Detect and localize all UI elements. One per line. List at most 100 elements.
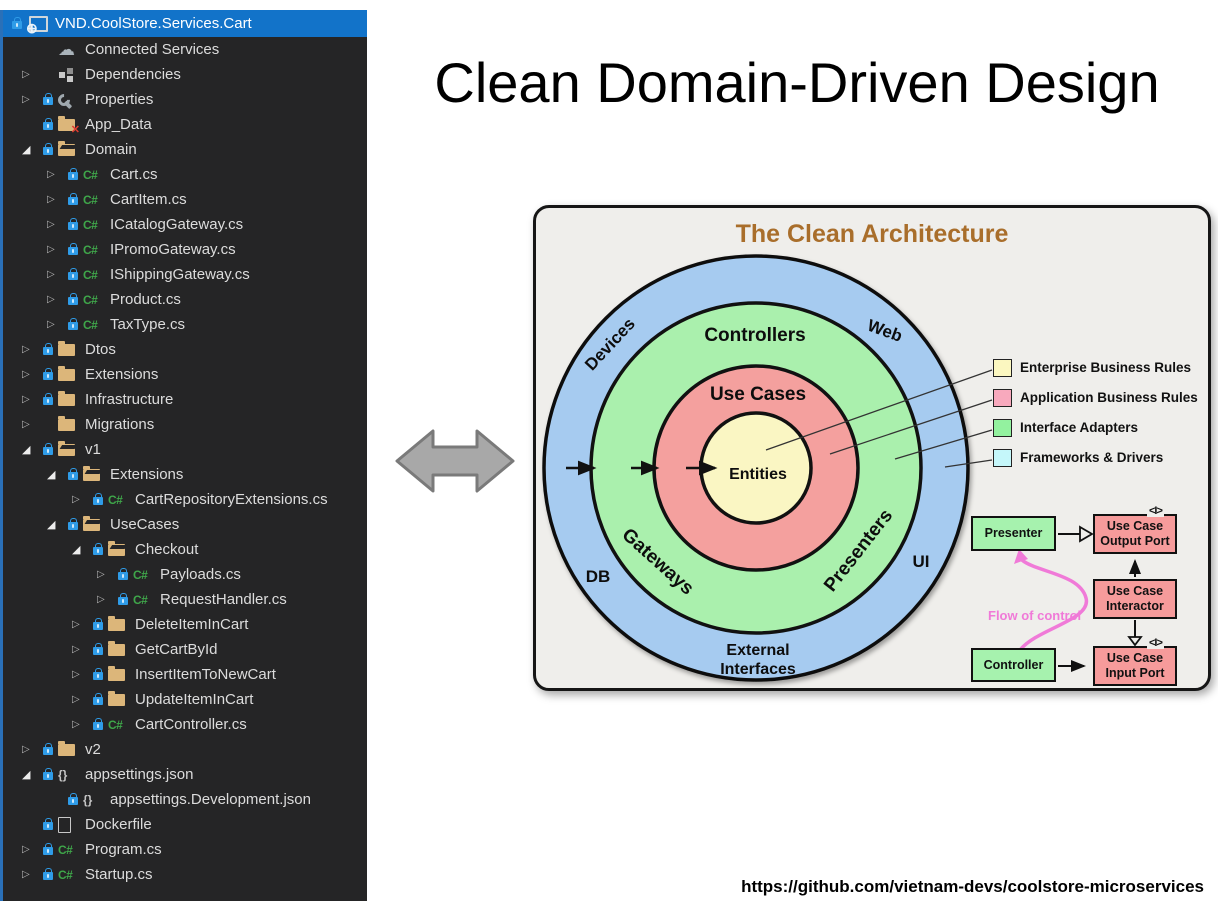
- lock-icon: [43, 393, 53, 405]
- icon-slot: [108, 640, 134, 656]
- json-icon: {}: [83, 792, 93, 807]
- icon-slot: [58, 740, 84, 756]
- icon-slot: C#: [83, 293, 109, 307]
- lock-slot: [118, 593, 133, 605]
- tree-item[interactable]: ▷Migrations: [3, 412, 367, 437]
- tree-item[interactable]: ☁Connected Services: [3, 37, 367, 62]
- tree-item[interactable]: ▷C#TaxType.cs: [3, 312, 367, 337]
- tree-item[interactable]: ◢{}appsettings.json: [3, 762, 367, 787]
- tree-item[interactable]: ◢Extensions: [3, 462, 367, 487]
- tree-item[interactable]: ▷C#CartItem.cs: [3, 187, 367, 212]
- architecture-rings: Devices Web Controllers Use Cases Entiti…: [542, 254, 1143, 682]
- expand-icon[interactable]: ▷: [47, 319, 55, 330]
- icon-slot: C#: [108, 493, 134, 507]
- folder-open-icon: [108, 540, 125, 556]
- tree-item-label: appsettings.json: [85, 766, 194, 783]
- tree-item[interactable]: ◢Checkout: [3, 537, 367, 562]
- expand-icon[interactable]: ▷: [47, 219, 55, 230]
- github-url: https://github.com/vietnam-devs/coolstor…: [741, 877, 1204, 896]
- tree-item[interactable]: ◢Domain: [3, 137, 367, 162]
- expand-icon[interactable]: ▷: [72, 694, 80, 705]
- tree-item[interactable]: ▷Properties: [3, 87, 367, 112]
- tree-item[interactable]: ▷C#Payloads.cs: [3, 562, 367, 587]
- legend-item: Enterprise Business Rules: [993, 358, 1198, 377]
- icon-slot: [108, 690, 134, 706]
- folder-icon: [58, 390, 75, 406]
- collapse-icon[interactable]: ◢: [22, 444, 31, 456]
- collapse-icon[interactable]: ◢: [22, 144, 31, 156]
- expand-icon[interactable]: ▷: [47, 244, 55, 255]
- double-arrow-icon: [395, 429, 515, 493]
- expand-icon[interactable]: ▷: [47, 194, 55, 205]
- legend-connector-lines: [765, 369, 993, 468]
- collapse-icon[interactable]: ◢: [47, 469, 56, 481]
- expand-icon[interactable]: ▷: [22, 94, 30, 105]
- collapse-icon[interactable]: ◢: [22, 769, 31, 781]
- tree-item[interactable]: ▷DeleteItemInCart: [3, 612, 367, 637]
- csharp-icon: C#: [83, 217, 98, 232]
- expand-icon[interactable]: ▷: [47, 294, 55, 305]
- expand-icon[interactable]: ▷: [22, 419, 30, 430]
- expand-icon[interactable]: ▷: [22, 69, 30, 80]
- folder-icon: [58, 365, 75, 381]
- expand-icon[interactable]: ▷: [22, 744, 30, 755]
- tree-item[interactable]: ▷Dependencies: [3, 62, 367, 87]
- tree-item[interactable]: ▷C#Program.cs: [3, 837, 367, 862]
- tree-item[interactable]: ◢UseCases: [3, 512, 367, 537]
- tree-item[interactable]: ▷C#RequestHandler.cs: [3, 587, 367, 612]
- lock-icon: [43, 368, 53, 380]
- expand-icon[interactable]: ▷: [47, 169, 55, 180]
- tree-item[interactable]: ◢v1: [3, 437, 367, 462]
- expand-icon[interactable]: ▷: [22, 369, 30, 380]
- expand-icon[interactable]: ▷: [72, 619, 80, 630]
- csharp-icon: C#: [133, 567, 148, 582]
- expand-icon[interactable]: ▷: [97, 594, 105, 605]
- tree-item[interactable]: ▷InsertItemToNewCart: [3, 662, 367, 687]
- wrench-icon: [58, 94, 72, 108]
- tree-item[interactable]: ▷GetCartById: [3, 637, 367, 662]
- tree-item[interactable]: ▷C#Product.cs: [3, 287, 367, 312]
- tree-item[interactable]: Dockerfile: [3, 812, 367, 837]
- expand-icon[interactable]: ▷: [22, 344, 30, 355]
- expand-icon[interactable]: ▷: [22, 869, 30, 880]
- lock-icon: [43, 343, 53, 355]
- tree-item-label: Extensions: [85, 366, 159, 383]
- tree-item[interactable]: ▷C#Startup.cs: [3, 862, 367, 887]
- collapse-icon[interactable]: ◢: [47, 519, 56, 531]
- solution-root-label: VND.CoolStore.Services.Cart: [55, 15, 252, 32]
- tree-item[interactable]: ▷UpdateItemInCart: [3, 687, 367, 712]
- expand-icon[interactable]: ▷: [72, 719, 80, 730]
- collapse-icon[interactable]: ◢: [72, 544, 81, 556]
- tree-item-label: Connected Services: [85, 41, 220, 58]
- tree-item[interactable]: ▷C#IPromoGateway.cs: [3, 237, 367, 262]
- icon-slot: [58, 115, 84, 136]
- expand-icon[interactable]: ▷: [72, 644, 80, 655]
- expand-icon[interactable]: ▷: [97, 569, 105, 580]
- solution-root-item[interactable]: ⊕ VND.CoolStore.Services.Cart: [3, 10, 367, 37]
- expand-icon[interactable]: ▷: [22, 394, 30, 405]
- tree-item[interactable]: App_Data: [3, 112, 367, 137]
- tree-item[interactable]: ▷Dtos: [3, 337, 367, 362]
- tree-item[interactable]: ▷C#CartRepositoryExtensions.cs: [3, 487, 367, 512]
- tree-item[interactable]: ▷C#Cart.cs: [3, 162, 367, 187]
- ring-label-ui: UI: [913, 552, 930, 571]
- tree-item[interactable]: {}appsettings.Development.json: [3, 787, 367, 812]
- tree-item[interactable]: ▷C#ICatalogGateway.cs: [3, 212, 367, 237]
- tree-item[interactable]: ▷C#IShippingGateway.cs: [3, 262, 367, 287]
- lock-slot: [93, 543, 108, 555]
- expand-icon[interactable]: ▷: [47, 269, 55, 280]
- lock-icon: [68, 243, 78, 255]
- tree-item-label: RequestHandler.cs: [160, 591, 287, 608]
- tree-item[interactable]: ▷v2: [3, 737, 367, 762]
- tree-item[interactable]: ▷Infrastructure: [3, 387, 367, 412]
- tree-item[interactable]: ▷ Extensions: [3, 362, 367, 387]
- expand-icon[interactable]: ▷: [72, 669, 80, 680]
- tree-item[interactable]: ▷C#CartController.cs: [3, 712, 367, 737]
- lock-slot: [93, 618, 108, 630]
- expand-icon[interactable]: ▷: [22, 844, 30, 855]
- expand-icon[interactable]: ▷: [72, 494, 80, 505]
- folder-icon: [58, 415, 75, 431]
- icon-slot: [58, 440, 84, 456]
- lock-icon: [43, 843, 53, 855]
